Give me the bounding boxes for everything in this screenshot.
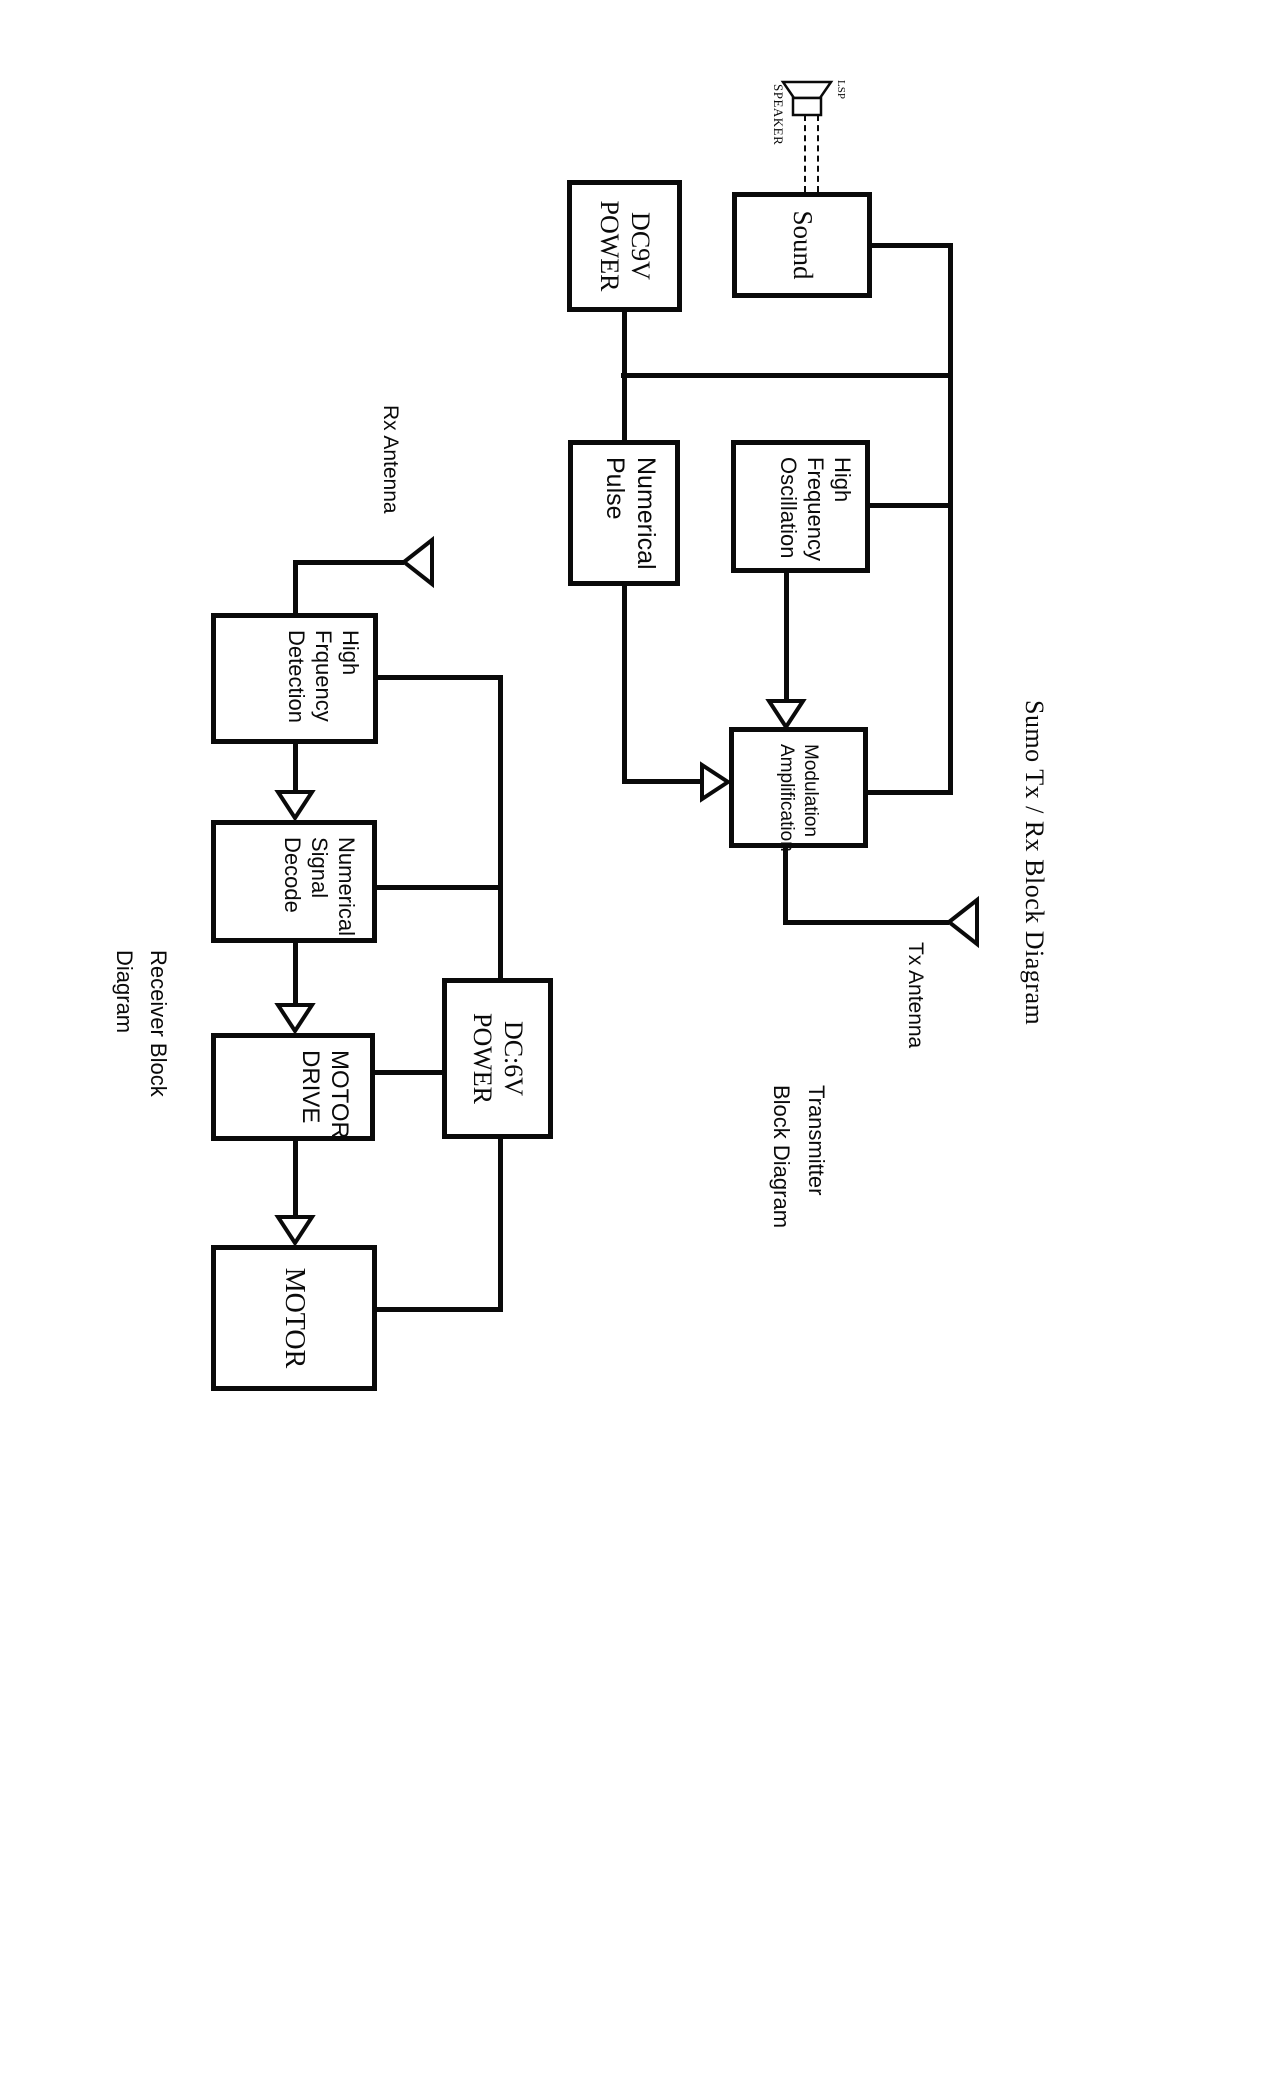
box-dc6v-line2: POWER (468, 1013, 498, 1104)
box-modamp-line2: Amplification (776, 744, 798, 852)
rx-bus-drop-decode (374, 885, 503, 890)
box-numerical-decode: Numerical Signal Decode (211, 820, 377, 943)
modamp-out-line (783, 845, 788, 925)
box-hf-detection-line3: Detection (284, 630, 310, 723)
box-dc9v-line2: POWER (595, 200, 625, 292)
box-modulation-amplification: Modulation Amplification (729, 727, 868, 852)
oscillation-to-modamp-line (784, 570, 789, 702)
speaker-wire-top (817, 115, 819, 192)
box-sound: Sound (732, 192, 872, 298)
speaker-icon (780, 80, 834, 117)
box-sound-label: Sound (787, 210, 818, 280)
box-numerical-decode-line2: Signal (307, 837, 333, 899)
decode-to-drive-line (293, 940, 298, 1006)
rx-in-line (293, 560, 298, 618)
box-dc9v-line1: DC9V (626, 212, 656, 280)
box-motor-drive: MOTOR DRIVE (211, 1033, 375, 1141)
box-modamp-line1: Modulation (799, 744, 821, 837)
dc6v-to-motor-drop (372, 1307, 503, 1312)
tx-antenna-icon (945, 895, 979, 949)
tx-antenna-stick (783, 920, 949, 925)
rx-antenna-stick (293, 560, 404, 565)
receiver-label-line1: Receiver Block (146, 950, 171, 1097)
speaker-sublabel: LSP (835, 80, 847, 99)
transmitter-label-line2: Block Diagram (769, 1085, 794, 1229)
box-numerical-decode-line1: Numerical (334, 837, 359, 937)
detection-to-decode-line (293, 741, 298, 793)
box-hf-oscillation-line2: Frequency (803, 457, 829, 561)
box-numerical-pulse: Numerical Pulse (568, 440, 680, 586)
box-hf-oscillation-line1: High (830, 457, 855, 503)
box-hf-detection: High Frquency Detection (211, 613, 378, 744)
speaker-label: SPEAKER (771, 84, 786, 146)
rx-antenna-label: Rx Antenna (379, 405, 402, 514)
box-dc6v-power: DC:6V POWER (442, 978, 553, 1139)
rx-antenna-icon (400, 535, 434, 589)
arrowhead-drive-to-motor (274, 1215, 316, 1247)
box-motor-drive-line1: MOTOR (326, 1050, 353, 1139)
dc6v-to-drive-drop (373, 1070, 445, 1075)
arrowhead-oscillation-to-modamp (765, 699, 807, 731)
tx-bus-line (948, 243, 953, 795)
speaker-wire-bottom (804, 115, 806, 192)
box-motor-label: MOTOR (278, 1267, 310, 1369)
transmitter-label-line1: Transmitter (804, 1085, 829, 1196)
rx-bus-line (498, 675, 503, 980)
box-hf-detection-line1: High (338, 630, 363, 676)
arrowhead-pulse-to-modamp (700, 761, 732, 803)
receiver-label-line2: Diagram (112, 950, 137, 1034)
dc9v-to-pulse-line (622, 312, 627, 442)
arrowhead-decode-to-drive (274, 1003, 316, 1035)
arrowhead-detection-to-decode (274, 790, 316, 822)
transmitter-section-label: Transmitter Block Diagram (768, 1085, 829, 1228)
page-title: Sumo Tx / Rx Block Diagram (1020, 700, 1049, 1026)
pulse-out-line (622, 583, 627, 784)
box-dc9v-power: DC9V POWER (567, 180, 682, 312)
box-hf-oscillation-line3: Oscillation (776, 457, 802, 559)
box-hf-detection-line2: Frquency (311, 630, 337, 722)
box-motor-drive-line2: DRIVE (296, 1050, 324, 1124)
tx-bus-drop-power (621, 373, 953, 378)
box-numerical-pulse-line2: Pulse (601, 457, 630, 520)
tx-bus-drop-oscillation (865, 503, 953, 508)
box-numerical-decode-line3: Decode (280, 837, 306, 913)
tx-antenna-label: Tx Antenna (904, 942, 927, 1049)
dc6v-to-motor-line (498, 1136, 503, 1312)
receiver-section-label: Receiver Block Diagram (111, 950, 171, 1097)
box-numerical-pulse-line1: Numerical (632, 457, 660, 570)
box-dc6v-line1: DC:6V (499, 1020, 529, 1097)
tx-bus-drop-modamp (863, 790, 953, 795)
tx-bus-drop-sound (867, 243, 953, 248)
box-motor: MOTOR (211, 1245, 377, 1391)
drive-to-motor-line (293, 1138, 298, 1218)
rx-bus-drop-detection (375, 675, 503, 680)
box-hf-oscillation: High Frequency Oscillation (731, 440, 870, 573)
pulse-riser-line (622, 779, 703, 784)
